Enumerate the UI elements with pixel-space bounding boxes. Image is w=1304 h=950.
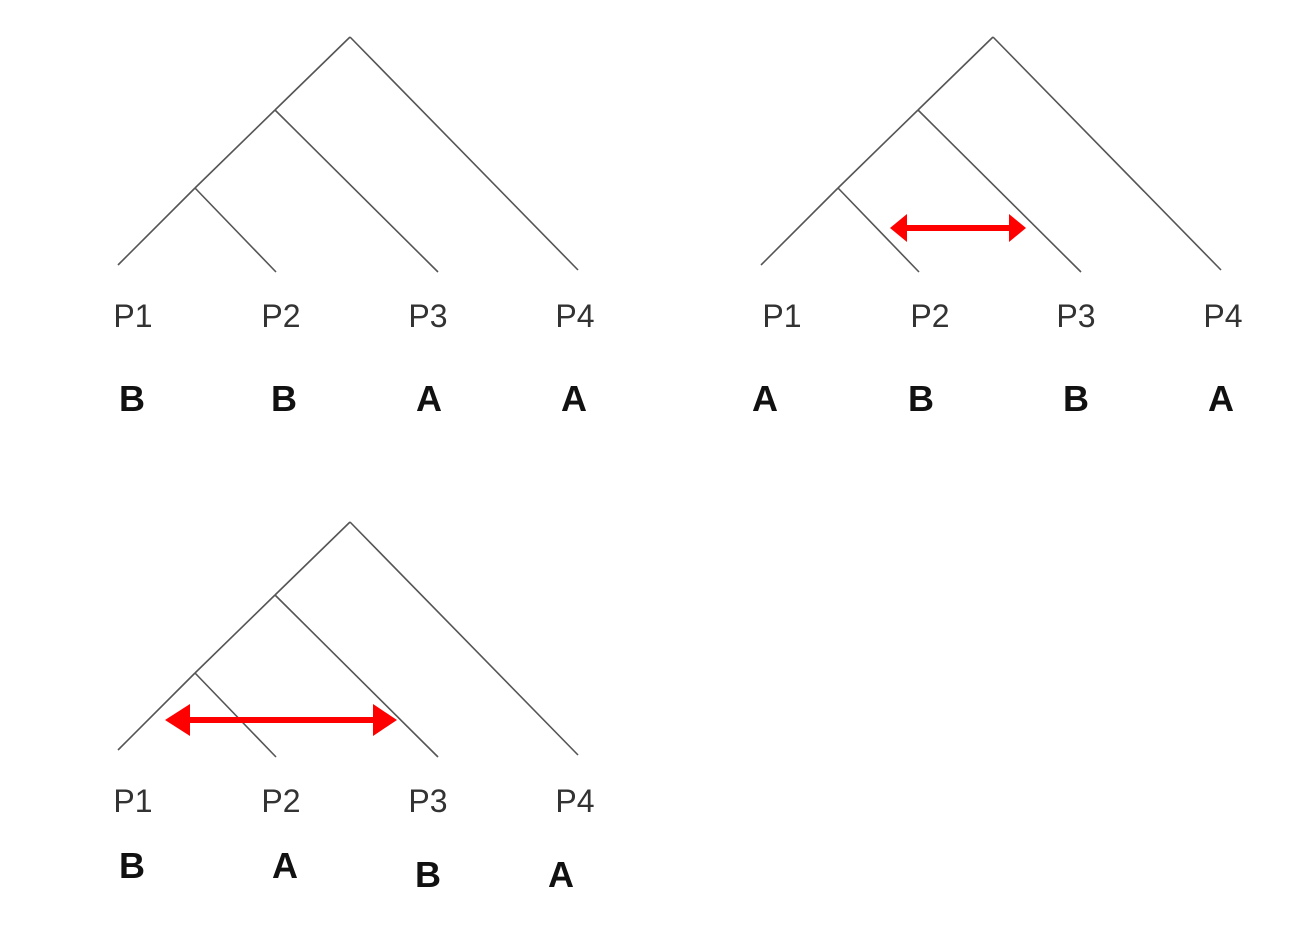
taxon-label-p4: P4	[555, 783, 595, 819]
taxon-label-p1: P1	[113, 298, 153, 334]
branch-cherry-p2	[837, 187, 920, 273]
branch-cherry-p1	[117, 187, 196, 266]
tree-panel-3: P1 P2 P3 P4 B A B A	[0, 485, 600, 935]
tree-2-svg	[760, 36, 1222, 273]
state-label-p2: B	[271, 378, 297, 419]
tree-1-svg	[117, 36, 579, 273]
state-label-p1: B	[119, 845, 145, 886]
branch-root-p4	[349, 521, 579, 756]
state-label-p3: B	[1063, 378, 1089, 419]
state-label-p2: A	[272, 845, 298, 886]
branch-inner-cherry	[194, 594, 276, 674]
state-label-p1: B	[119, 378, 145, 419]
branch-root-p4	[992, 36, 1222, 271]
branch-inner-p3	[917, 109, 1082, 273]
branch-inner-cherry	[837, 109, 919, 189]
tree-3-svg	[117, 521, 579, 758]
branch-cherry-p2	[194, 187, 277, 273]
arrowhead-right	[1009, 214, 1026, 242]
taxon-label-p3: P3	[1056, 298, 1096, 334]
gene-flow-arrow	[890, 214, 1026, 242]
arrowhead-left	[890, 214, 907, 242]
taxon-label-p1: P1	[762, 298, 802, 334]
tree-panel-2: P1 P2 P3 P4 A B B A	[643, 0, 1243, 450]
taxon-label-p1: P1	[113, 783, 153, 819]
taxon-label-p3: P3	[408, 298, 448, 334]
branch-cherry-p2	[194, 672, 277, 758]
state-label-p4: A	[1208, 378, 1234, 419]
arrowhead-right	[373, 704, 397, 736]
state-label-p4: A	[548, 854, 574, 895]
branch-cherry-p1	[760, 187, 839, 266]
branch-inner-p3	[274, 594, 439, 758]
branch-root-inner	[274, 521, 351, 596]
branch-root-inner	[917, 36, 994, 111]
branch-root-p4	[349, 36, 579, 271]
branch-inner-cherry	[194, 109, 276, 189]
state-label-p3: A	[416, 378, 442, 419]
state-label-p2: B	[908, 378, 934, 419]
taxon-label-p2: P2	[261, 298, 301, 334]
arrowhead-left	[165, 704, 190, 736]
tree-panel-1: P1 P2 P3 P4 B B A A	[0, 0, 600, 450]
gene-flow-arrow	[165, 704, 397, 736]
branch-inner-p3	[274, 109, 439, 273]
taxon-label-p2: P2	[261, 783, 301, 819]
taxon-label-p4: P4	[1203, 298, 1243, 334]
branch-cherry-p1	[117, 672, 196, 751]
taxon-label-p2: P2	[910, 298, 950, 334]
taxon-label-p3: P3	[408, 783, 448, 819]
taxon-label-p4: P4	[555, 298, 595, 334]
state-label-p4: A	[561, 378, 587, 419]
branch-root-inner	[274, 36, 351, 111]
state-label-p1: A	[752, 378, 778, 419]
state-label-p3: B	[415, 854, 441, 895]
